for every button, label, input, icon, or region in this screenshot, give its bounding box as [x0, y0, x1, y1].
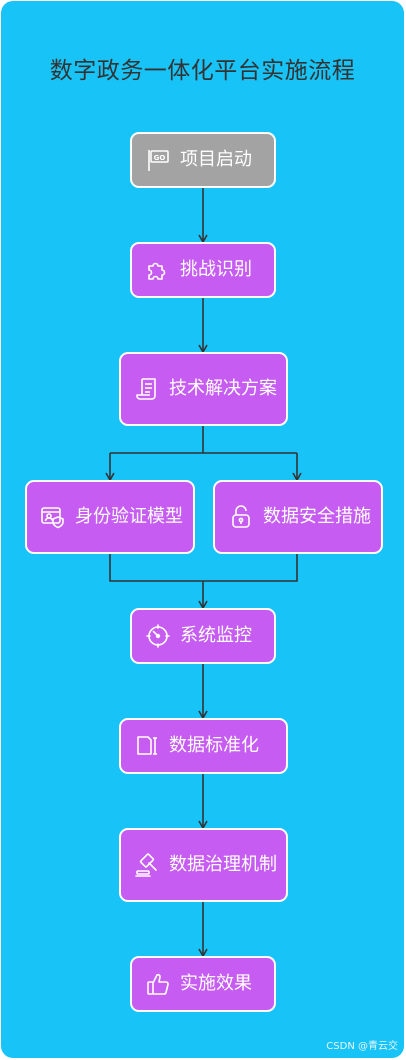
node-data-standardization: 数据标准化 — [119, 718, 288, 774]
node-label: 项目启动 — [180, 149, 252, 170]
watermark: CSDN @青云交 — [326, 1041, 398, 1052]
thumbs-up-icon — [144, 970, 172, 998]
go-flag-icon: GO — [144, 146, 172, 174]
svg-text:GO: GO — [154, 154, 166, 162]
node-label: 身份验证模型 — [75, 506, 183, 527]
padlock-icon — [227, 503, 255, 531]
node-challenge-identification: 挑战识别 — [130, 242, 276, 298]
document-icon — [133, 732, 161, 760]
node-project-start: GO 项目启动 — [130, 132, 276, 188]
node-data-governance-mechanism: 数据治理机制 — [119, 828, 288, 902]
gauge-icon — [144, 622, 172, 650]
edge-identity-merge — [109, 553, 298, 582]
diagram-title: 数字政务一体化平台实施流程 — [49, 58, 356, 84]
gavel-icon — [133, 851, 161, 879]
node-implementation-results: 实施效果 — [130, 956, 276, 1012]
id-shield-icon — [39, 503, 67, 531]
node-technical-solution: 技术解决方案 — [119, 352, 288, 426]
node-label: 技术解决方案 — [169, 378, 277, 399]
node-label: 系统监控 — [180, 625, 252, 646]
node-label: 数据标准化 — [169, 735, 259, 756]
node-system-monitoring: 系统监控 — [130, 608, 276, 664]
node-label: 挑战识别 — [180, 259, 252, 280]
node-label: 数据治理机制 — [169, 854, 277, 875]
scroll-icon — [133, 375, 161, 403]
node-label: 数据安全措施 — [263, 506, 371, 527]
node-identity-verification-model: 身份验证模型 — [25, 480, 195, 554]
node-label: 实施效果 — [180, 973, 252, 994]
edge-solution-split — [110, 425, 204, 454]
node-data-security-measures: 数据安全措施 — [213, 480, 383, 554]
puzzle-icon — [144, 256, 172, 284]
